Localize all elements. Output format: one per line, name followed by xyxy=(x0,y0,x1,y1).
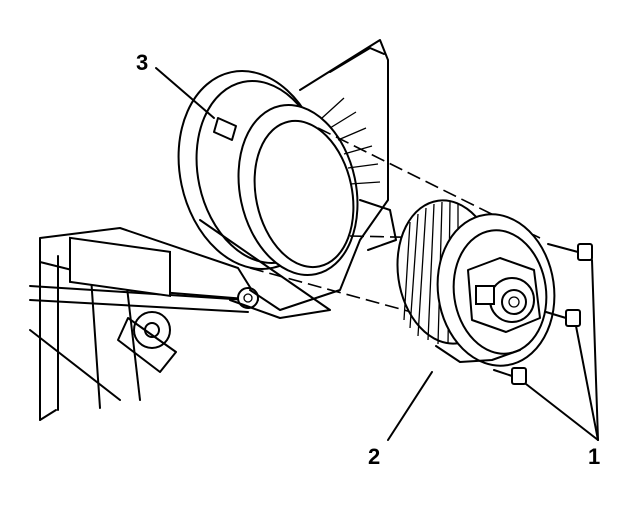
bolt-top xyxy=(547,243,593,261)
leader-1b xyxy=(575,325,599,441)
bolt-middle xyxy=(545,309,581,327)
leader-1a xyxy=(591,259,599,441)
blower-housing xyxy=(177,39,397,319)
leader-lines xyxy=(155,67,599,441)
bolts xyxy=(493,243,593,385)
leader-2 xyxy=(387,371,433,441)
frame-bracket xyxy=(29,227,259,421)
callout-1: 1 xyxy=(588,444,601,469)
callout-2: 2 xyxy=(368,444,381,469)
blower-motor-assembly xyxy=(396,199,556,367)
leader-1c xyxy=(525,383,599,441)
callout-3: 3 xyxy=(136,50,149,75)
leader-3 xyxy=(155,67,215,119)
bolt-bottom xyxy=(493,367,527,385)
